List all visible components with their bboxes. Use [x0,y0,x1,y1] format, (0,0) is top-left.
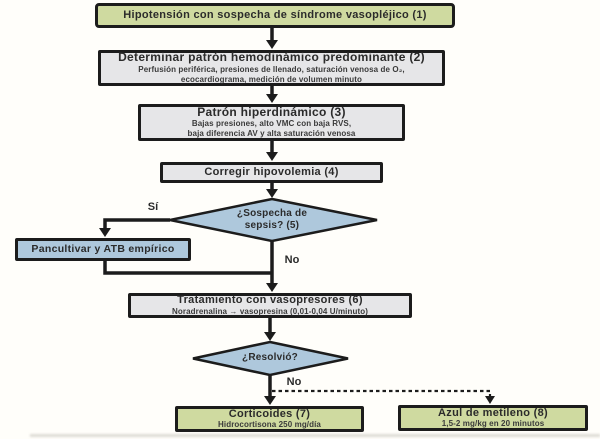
node-vasopresores: Tratamiento con vasopresores (6) Noradre… [128,293,412,318]
node-corticoides-sub: Hidrocortisona 250 mg/día [218,420,321,430]
node-corregir: Corregir hipovolemia (4) [160,162,383,183]
page-edge-shadow [30,434,600,437]
decision-sepsis-label: ¿Sospecha de sepsis? (5) [207,208,337,232]
node-determinar-sub2: ecocardiograma, medición de volumen minu… [180,74,363,84]
node-azul-metileno: Azul de metileno (8) 1,5-2 mg/kg en 20 m… [398,405,588,431]
decision-resolvio-label: ¿Resolvió? [242,352,298,363]
node-corticoides: Corticoides (7) Hidrocortisona 250 mg/dí… [175,406,364,432]
edge-label-no-resolvio: No [286,376,302,388]
arrowhead-azul [485,396,495,404]
node-patron-sub2: baja diferencia AV y alta saturación ven… [187,129,356,139]
arrowheads [99,40,495,405]
arrowhead-4 [266,189,278,198]
node-corregir-label: Corregir hipovolemia (4) [204,166,339,179]
node-vasopresores-sub: Noradrenalina → vasopresina (0,01-0,04 U… [172,306,368,316]
arrowhead-corticoides [264,396,276,405]
edge-label-no-sepsis: No [284,254,300,266]
decision-diamond-sepsis [169,197,378,243]
arrowhead-7 [264,332,276,341]
edge-resolvio-azul-dashed [272,389,492,396]
arrowhead-2 [266,94,278,103]
node-determinar: Determinar patrón hemodinámico predomina… [98,50,445,86]
connector-lines [103,27,274,397]
node-patron-label: Patrón hiperdinámico (3) [197,104,346,119]
node-azul-metileno-sub: 1,5-2 mg/kg en 20 minutos [441,419,545,429]
node-vasopresores-label: Tratamiento con vasopresores (6) [177,294,363,307]
node-patron-sub1: Bajas presiones, alto VMC con baja RVS, [191,119,352,129]
node-patron: Patrón hiperdinámico (3) Bajas presiones… [138,104,405,141]
edge-pancultivar-merge [103,259,272,275]
arrowhead-pancultivar [99,228,111,237]
node-determinar-label: Determinar patrón hemodinámico predomina… [118,50,425,65]
decision-sepsis-line2: sepsis? (5) [244,220,300,231]
edge-5-si-pancultivar [103,218,170,229]
node-corticoides-label: Corticoides (7) [228,407,311,420]
arrowhead-6 [266,283,278,292]
decision-diamond-resolvio [192,340,349,377]
edge-label-si: Sí [147,201,159,213]
decision-sepsis-line1: ¿Sospecha de [236,208,308,219]
node-pancultivar: Pancultivar y ATB empírico [15,238,191,261]
arrowhead-3 [266,152,278,161]
node-azul-metileno-label: Azul de metileno (8) [438,406,548,419]
node-hipotension-label: Hipotensión con sospecha de síndrome vas… [123,9,427,22]
node-determinar-sub1: Perfusión periférica, presiones de llena… [138,64,405,74]
arrowhead-1 [266,40,278,49]
node-hipotension: Hipotensión con sospecha de síndrome vas… [95,3,455,28]
node-pancultivar-label: Pancultivar y ATB empírico [31,242,175,255]
